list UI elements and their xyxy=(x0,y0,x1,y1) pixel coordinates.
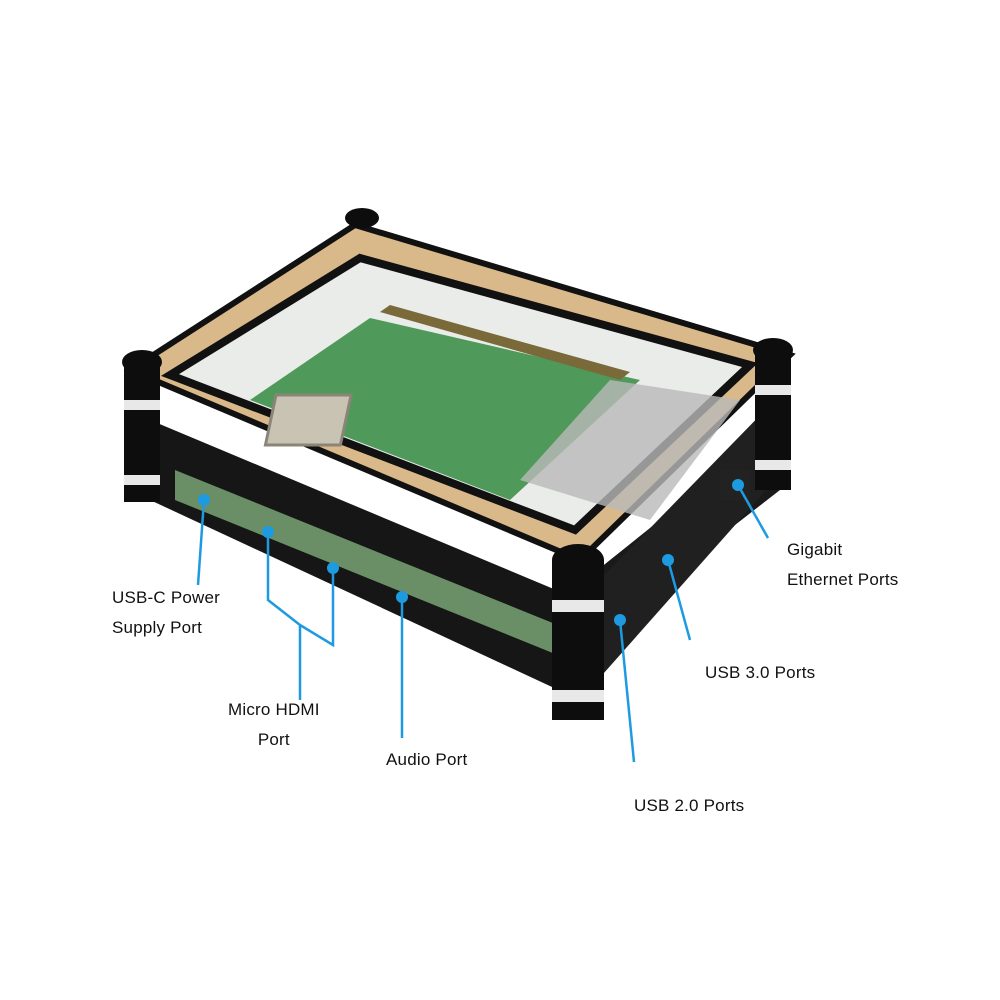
usb3-label-line1: USB 3.0 Ports xyxy=(705,663,816,682)
ethernet-label-line1: Gigabit xyxy=(787,540,843,559)
usbc-label-line2: Supply Port xyxy=(112,618,203,637)
audio-label: Audio Port xyxy=(386,745,467,775)
audio-label-line1: Audio Port xyxy=(386,750,468,769)
callout-dots xyxy=(198,479,744,626)
usb2-label: USB 2.0 Ports xyxy=(634,791,744,821)
hdmi-label: Micro HDMI Port xyxy=(228,695,320,755)
usb2-label-line1: USB 2.0 Ports xyxy=(634,796,745,815)
hdmi-label-line1: Micro HDMI xyxy=(228,700,320,719)
usbc-label-line1: USB-C Power xyxy=(112,588,221,607)
usb3-label: USB 3.0 Ports xyxy=(705,658,815,688)
pcb-edge xyxy=(175,470,570,660)
ethernet-label-line2: Ethernet Ports xyxy=(787,570,899,589)
ethernet-label: Gigabit Ethernet Ports xyxy=(787,535,898,595)
callout-lines xyxy=(196,484,770,763)
gpio-header xyxy=(380,305,630,380)
usb-ports-block xyxy=(520,380,740,520)
pcb-board xyxy=(250,318,640,500)
cpu-chip xyxy=(263,393,353,447)
usbc-label: USB-C Power Supply Port xyxy=(112,583,220,643)
hdmi-label-line2: Port xyxy=(257,730,290,749)
